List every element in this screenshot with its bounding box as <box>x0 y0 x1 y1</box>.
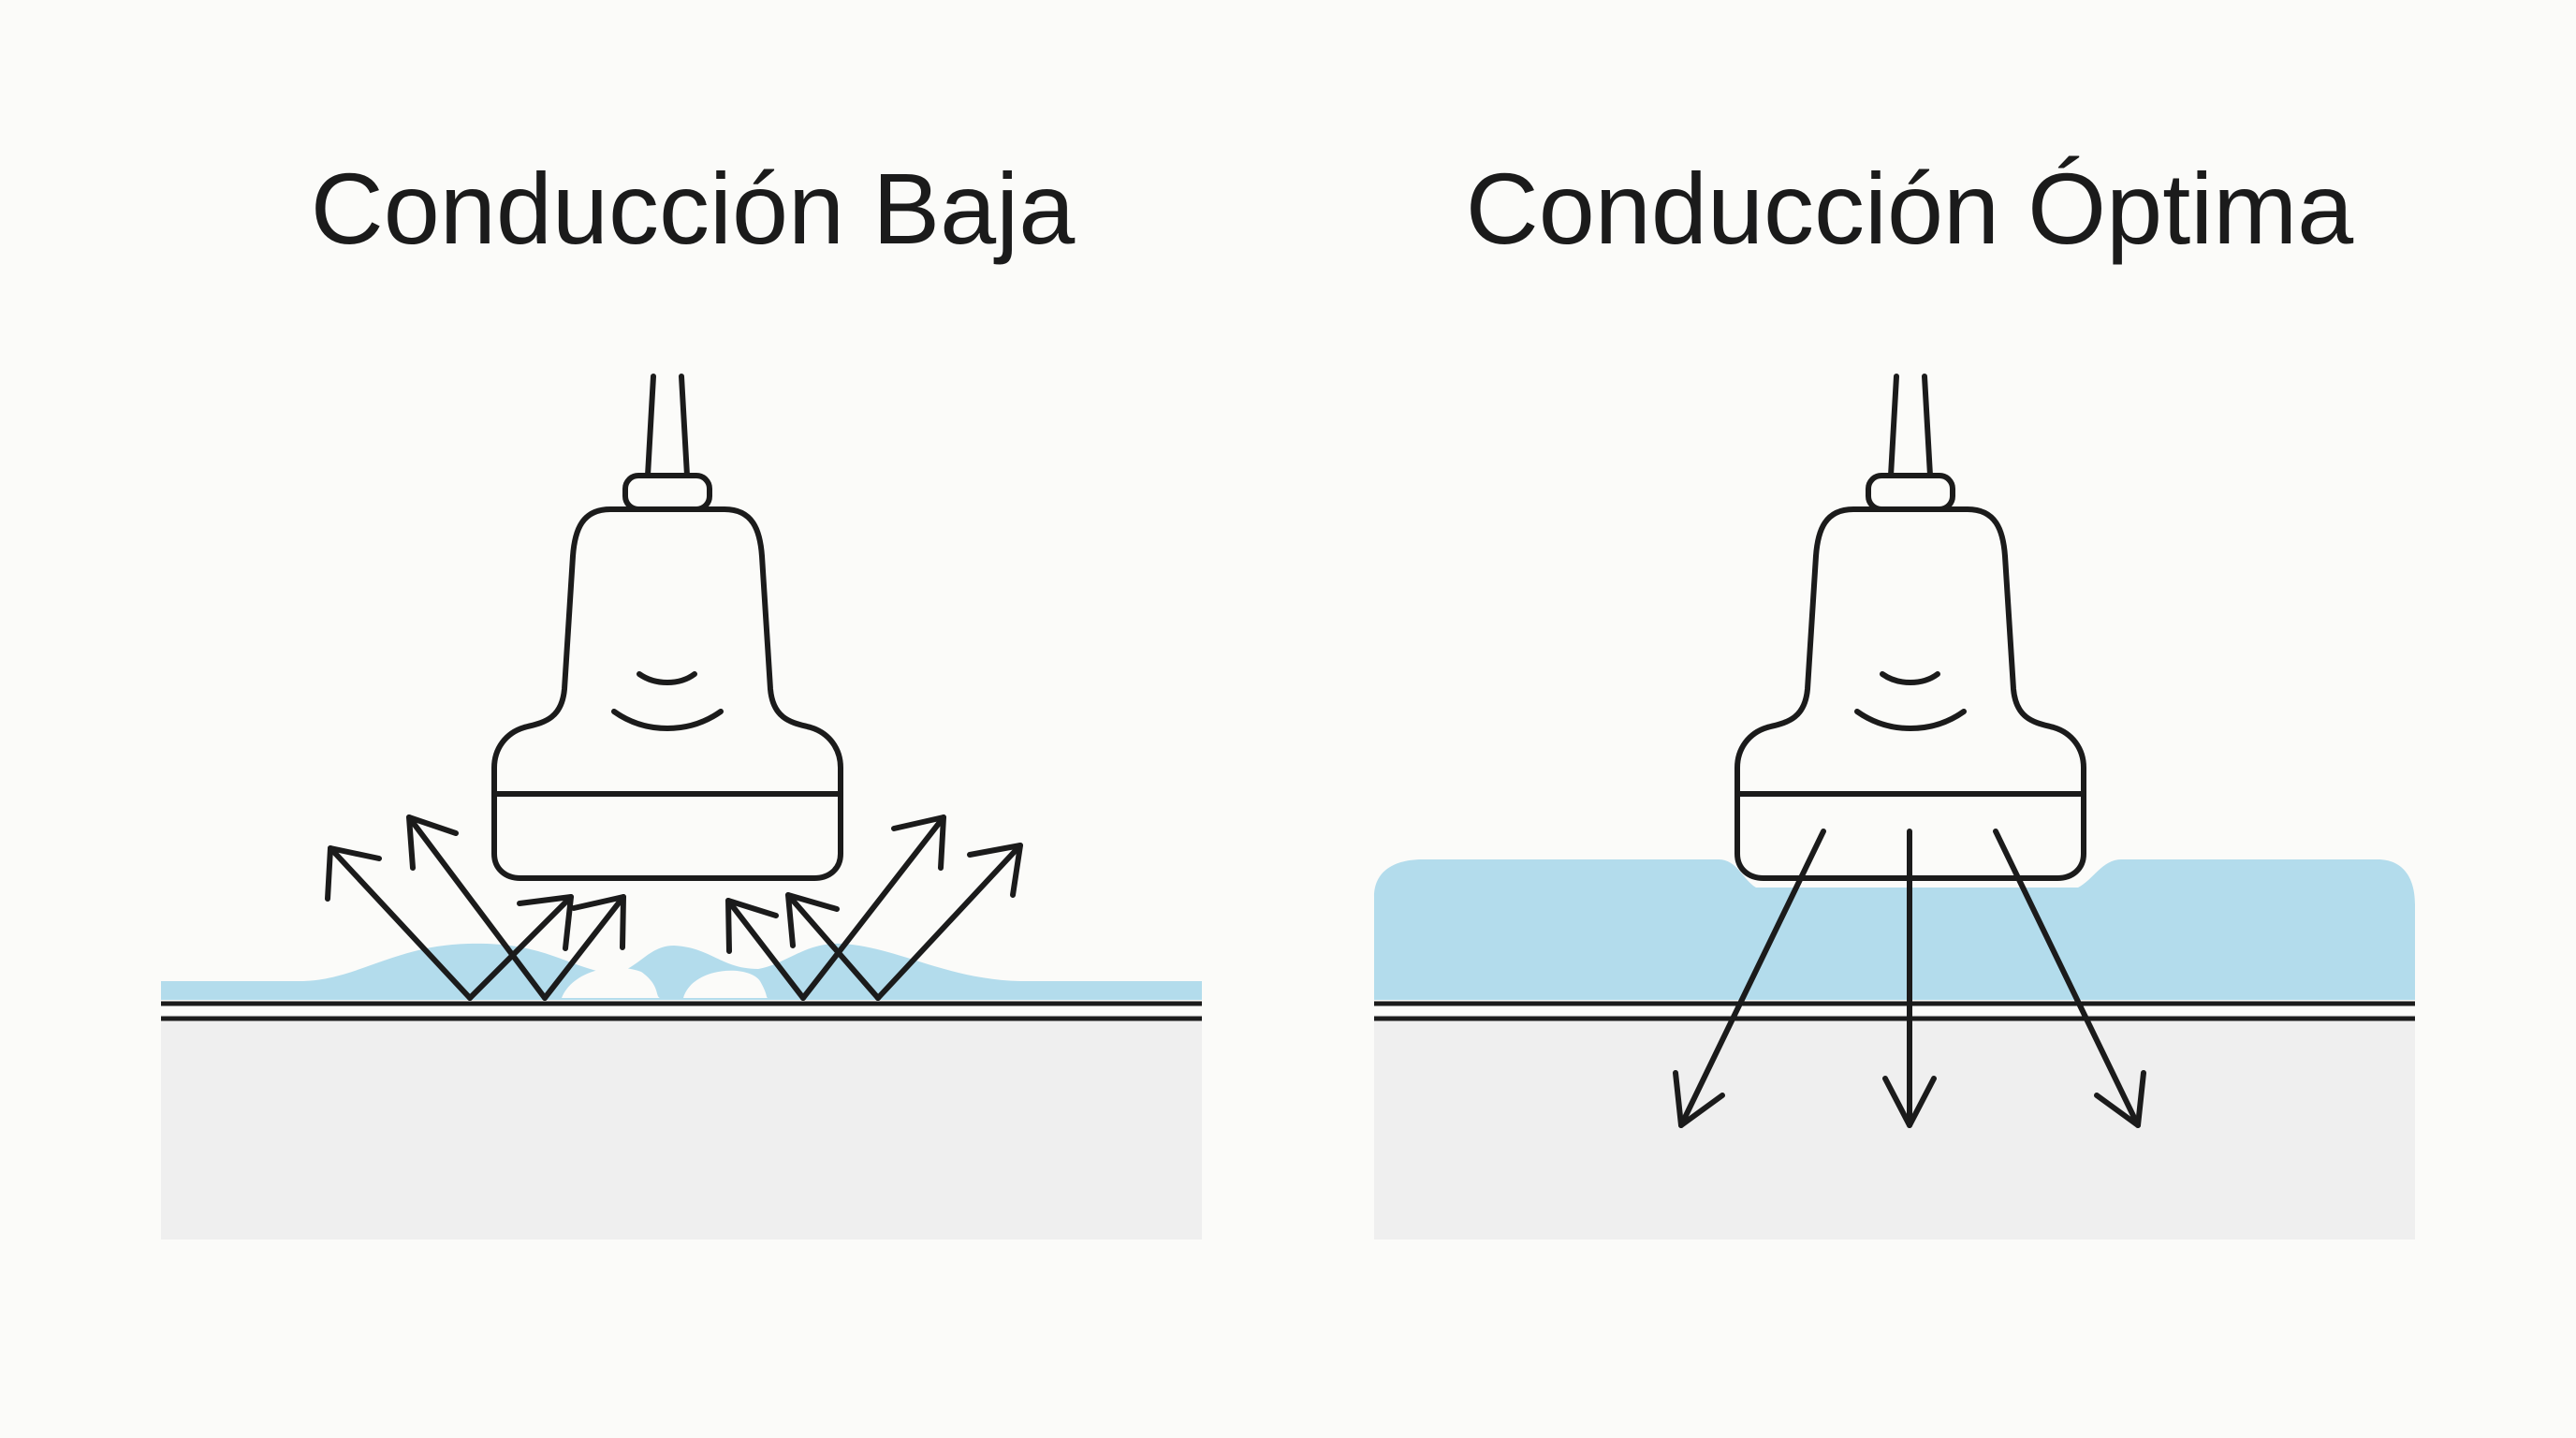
reflected-arrow <box>467 894 574 1001</box>
reflected-arrow <box>325 845 473 1001</box>
reflected-arrow <box>542 894 626 1001</box>
reflected-arrow <box>875 843 1023 1001</box>
wave-arc-small-icon <box>637 671 697 685</box>
reflected-arrow <box>785 892 881 1001</box>
wave-arc-large-icon <box>611 709 724 731</box>
wave-arc-large-icon <box>1854 709 1967 731</box>
probe-neck-icon <box>622 473 712 512</box>
gel-film <box>161 943 1202 1000</box>
transmitted-arrow <box>1993 829 2146 1128</box>
reflected-arrow <box>800 814 946 1001</box>
panel-optimal-conduction <box>1374 374 2415 1240</box>
reflected-arrow <box>406 814 548 1001</box>
reflected-arrow <box>725 898 806 1001</box>
ultrasound-probe-icon <box>1734 374 2086 881</box>
wave-arc-small-icon <box>1880 671 1940 685</box>
probe-body-icon <box>1734 506 2086 881</box>
panel-title-optimal-conduction: Conducción Óptima <box>1465 152 2354 265</box>
transmitted-waves <box>1673 829 2146 1128</box>
transmitted-arrow <box>1673 829 1826 1128</box>
transmitted-arrow <box>1882 829 1937 1128</box>
reflected-waves <box>325 814 1023 1001</box>
gel-layer-full <box>1374 859 2415 1000</box>
probe-neck-icon <box>1866 473 1955 512</box>
skin-tissue-block <box>1374 1015 2415 1240</box>
probe-body-icon <box>491 506 843 881</box>
gel-layer-sparse <box>161 943 1202 1000</box>
ultrasound-probe-icon <box>491 374 843 881</box>
air-gap <box>683 970 768 998</box>
skin-tissue-block <box>161 1015 1202 1240</box>
air-gap <box>562 967 660 998</box>
panel-title-low-conduction: Conducción Baja <box>310 152 1076 265</box>
probe-cable-icon <box>645 374 690 478</box>
probe-cable-icon <box>1888 374 1933 478</box>
panel-low-conduction <box>161 374 1202 1240</box>
